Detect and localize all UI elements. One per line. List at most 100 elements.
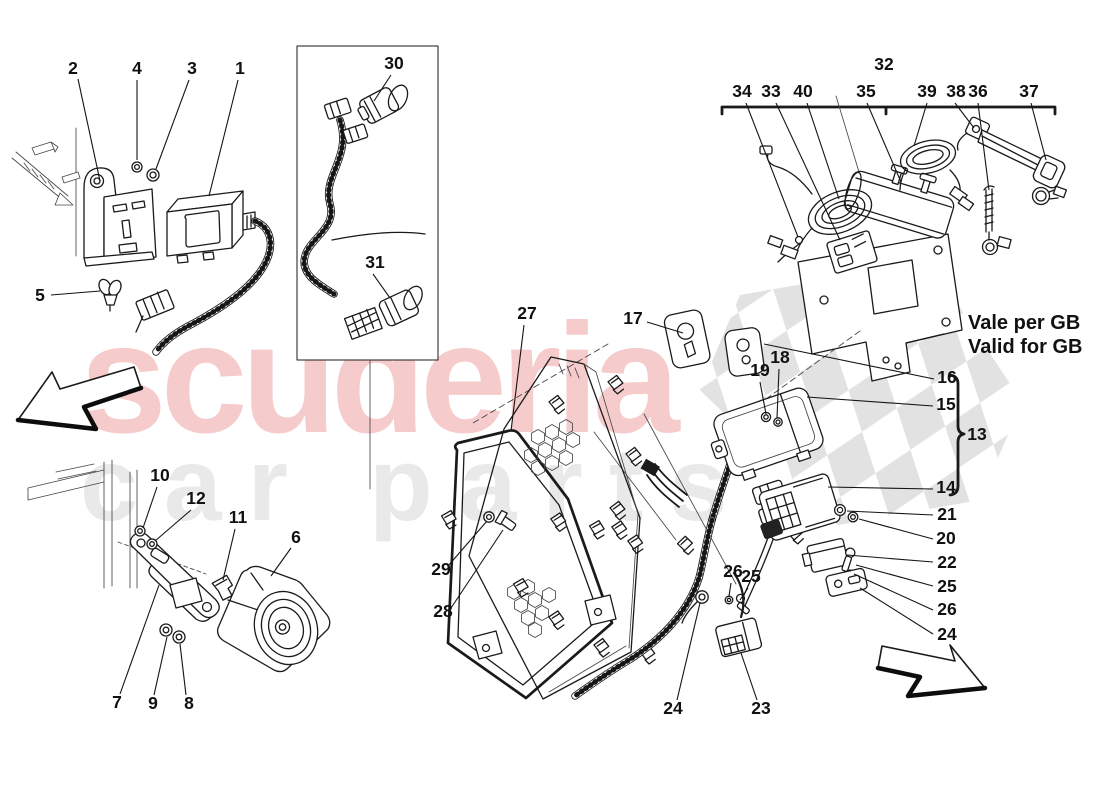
callout-26: 26 (937, 599, 957, 619)
antenna-rod-37 (956, 116, 1068, 206)
leader-line-22 (846, 554, 934, 563)
connector-module-23 (715, 571, 763, 658)
gb-note-line2: Valid for GB (968, 336, 1082, 358)
leader-line-15 (806, 396, 934, 407)
leader-line-39 (913, 102, 928, 147)
callout-28: 28 (433, 601, 453, 621)
leader-line-27 (510, 324, 525, 432)
mounting-plate-24 (825, 567, 868, 597)
siren-cylinder (843, 163, 955, 239)
callout-36: 36 (968, 81, 988, 101)
leader-line-29 (447, 520, 488, 567)
leader-line-17 (646, 321, 684, 334)
watermark-sub-text: car parts (80, 427, 753, 543)
leader-line-8 (179, 643, 187, 696)
siren-ecu-14 (758, 473, 841, 541)
callout-21: 21 (937, 504, 957, 524)
direction-arrow-left (15, 366, 144, 432)
callout-5: 5 (35, 285, 45, 305)
callout-25: 25 (741, 566, 761, 586)
group-bracket-13 (948, 373, 966, 497)
chassis-sketch-bottom-left (27, 459, 207, 589)
callout-18: 18 (770, 347, 790, 367)
leader-line-37 (1030, 102, 1047, 161)
callout-15: 15 (936, 394, 956, 414)
door-panel (468, 356, 641, 700)
leader-line-14 (827, 486, 934, 490)
callout-31: 31 (365, 252, 385, 272)
callout-8: 8 (184, 693, 194, 713)
leader-line-1 (208, 79, 239, 197)
callout-19: 19 (750, 360, 770, 380)
siren-horn-assembly (129, 525, 331, 673)
leader-line-26 (728, 582, 732, 597)
leader-line-28 (450, 529, 504, 609)
panel-screw-washer (483, 509, 517, 531)
leader-line-30 (373, 74, 392, 102)
leader-line-3 (155, 79, 190, 170)
callout-40: 40 (793, 81, 813, 101)
mounting-bracket (83, 167, 157, 267)
callout-17: 17 (623, 308, 642, 328)
leader-line-20 (858, 518, 934, 540)
leader-line-23 (740, 652, 758, 701)
leader-line-35 (866, 102, 902, 183)
leader-line-38 (954, 102, 975, 129)
connector-31 (378, 285, 423, 327)
coiled-cable-39 (899, 139, 957, 175)
alarm-control-unit (135, 190, 275, 356)
callout-9: 9 (148, 693, 158, 713)
harness-cable (152, 217, 275, 356)
callout-10: 10 (150, 465, 170, 485)
tension-spring-36 (981, 185, 1012, 256)
callout-23: 23 (751, 698, 771, 718)
leader-line-6 (270, 547, 292, 577)
lower-harness-rope (571, 516, 716, 700)
callout-6: 6 (291, 527, 301, 547)
callout-39: 39 (917, 81, 937, 101)
callout-2: 2 (68, 58, 78, 78)
frame-panel-27 (446, 429, 617, 700)
leader-line-16 (763, 343, 935, 380)
gb-siren-assembly (720, 95, 1068, 382)
callout-16: 16 (937, 367, 957, 387)
gb-note: Vale per GB Valid for GB (968, 312, 1082, 358)
leader-line-9 (153, 636, 168, 696)
callout-7: 7 (112, 692, 122, 712)
cable-clip (98, 278, 122, 312)
callout-3: 3 (187, 58, 197, 78)
leader-line-2 (77, 78, 101, 182)
leader-line-5 (50, 290, 101, 296)
callout-26: 26 (723, 561, 743, 581)
leader-line-26 (853, 573, 934, 611)
clip-11 (211, 574, 234, 601)
leader-line-10 (142, 486, 158, 529)
callout-24: 24 (663, 698, 683, 718)
callout-27: 27 (517, 303, 536, 323)
leader-line-31 (372, 273, 391, 299)
chassis-sketch-top-left (11, 127, 81, 257)
washers-top-left (131, 161, 160, 182)
callout-33: 33 (761, 81, 781, 101)
leader-line-33 (775, 102, 841, 241)
callout-12: 12 (186, 488, 206, 508)
callout-4: 4 (132, 58, 142, 78)
direction-arrow-right (875, 644, 988, 699)
leader-line-25 (855, 564, 934, 587)
leader-line-36 (977, 102, 990, 191)
callout-20: 20 (936, 528, 956, 548)
callout-32: 32 (874, 54, 894, 74)
callout-24: 24 (937, 624, 957, 644)
gb-note-line1: Vale per GB (968, 312, 1080, 334)
callout-29: 29 (431, 559, 451, 579)
callout-30: 30 (384, 53, 404, 73)
leader-line-40 (806, 102, 840, 200)
coiled-cable-40 (807, 189, 873, 235)
callout-13: 13 (967, 424, 987, 444)
callout-38: 38 (946, 81, 966, 101)
callout-22: 22 (937, 552, 957, 572)
horn-6 (216, 565, 331, 673)
